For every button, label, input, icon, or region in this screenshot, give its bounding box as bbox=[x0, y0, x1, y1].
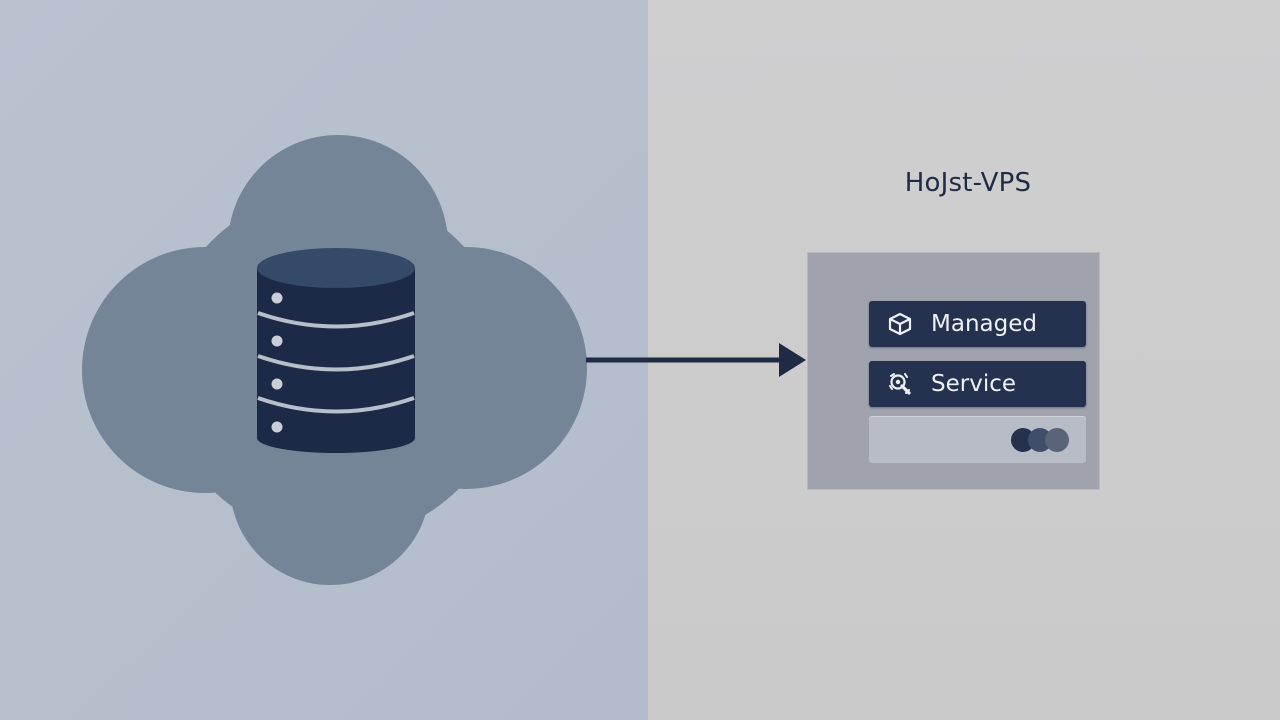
brand-title: HoJst-VPS bbox=[904, 168, 1032, 198]
service-button[interactable]: Service bbox=[869, 361, 1086, 407]
overlapping-dots-icon bbox=[1011, 428, 1069, 452]
service-button-label: Service bbox=[931, 371, 1017, 397]
toggle-row[interactable] bbox=[869, 416, 1086, 463]
arrow-right-icon bbox=[586, 343, 806, 377]
service-panel: Managed Service bbox=[808, 253, 1099, 489]
database-icon bbox=[257, 248, 415, 453]
cube-icon bbox=[885, 309, 915, 339]
wrench-gear-icon bbox=[885, 369, 915, 399]
managed-button[interactable]: Managed bbox=[869, 301, 1086, 347]
managed-button-label: Managed bbox=[931, 311, 1037, 337]
